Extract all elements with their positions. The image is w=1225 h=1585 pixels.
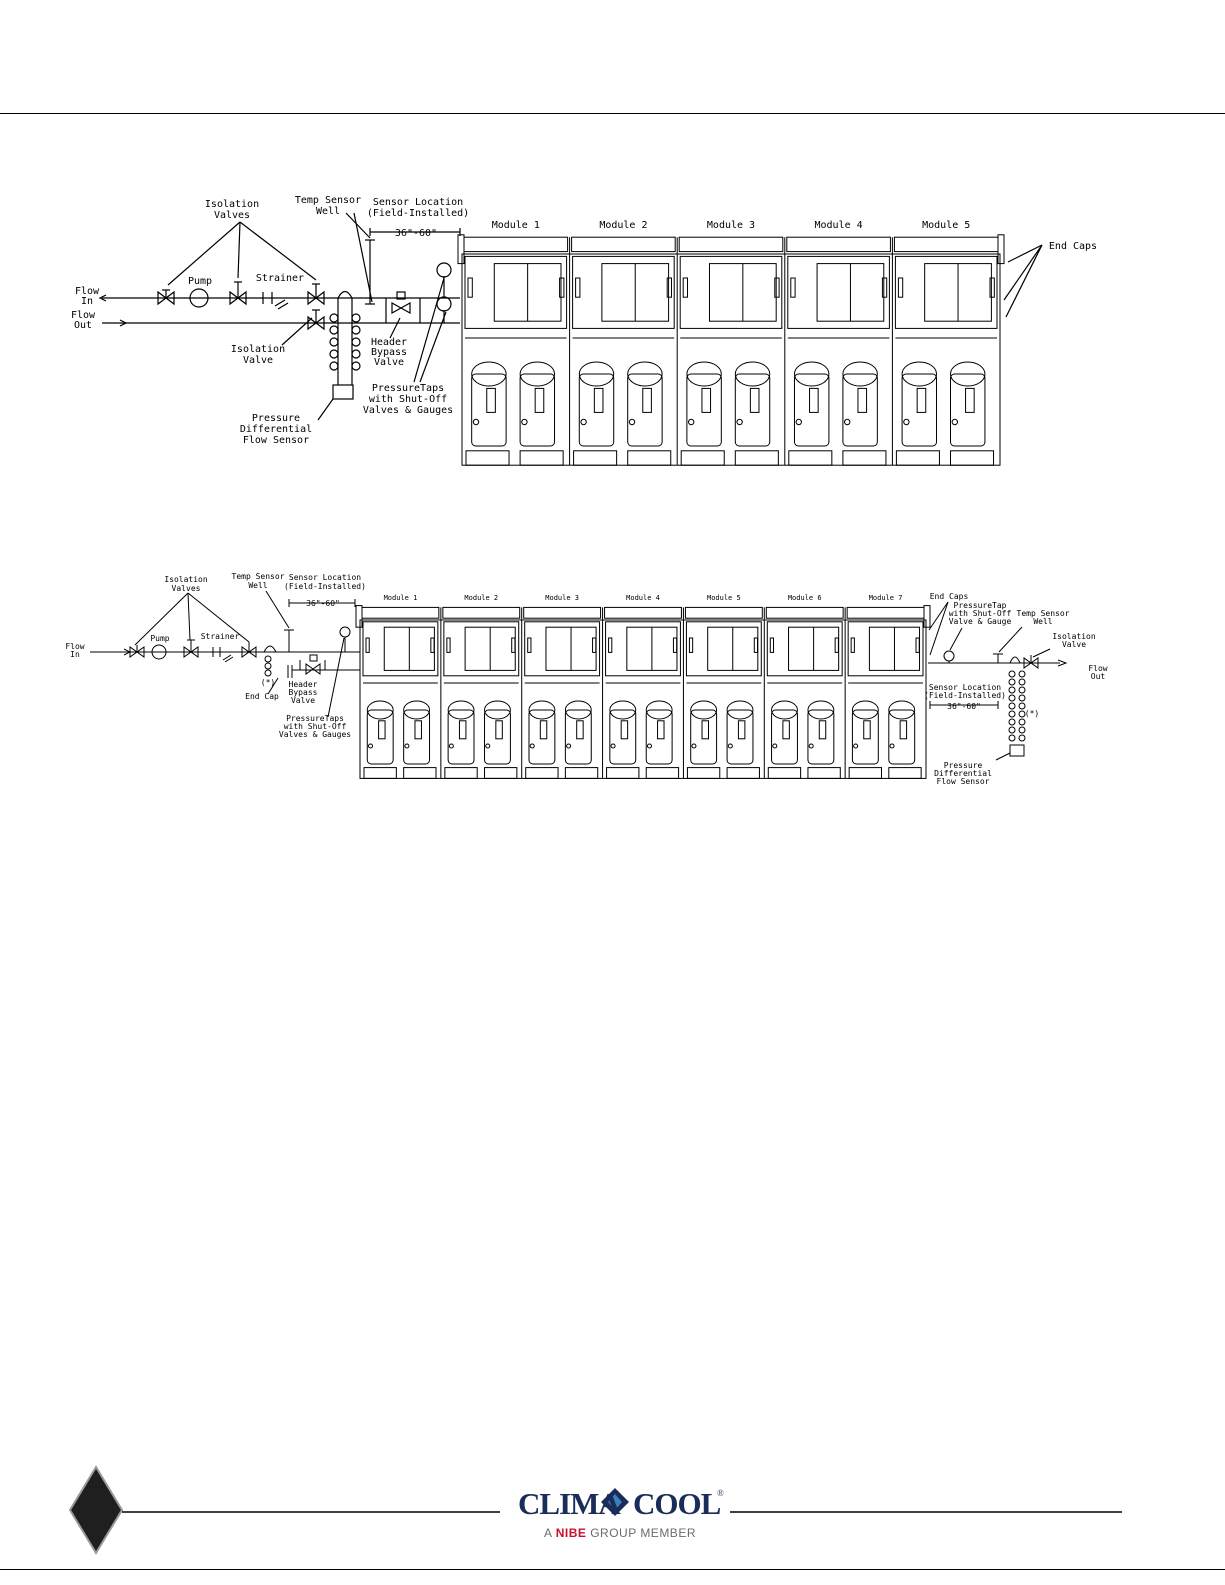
module-unit: Module 2 <box>569 220 676 466</box>
module-unit: Module 7 <box>844 594 925 779</box>
module-label: Module 4 <box>815 220 863 231</box>
brand-left: CLIMA <box>518 1486 621 1521</box>
module-label: Module 2 <box>464 594 498 602</box>
module-label: Module 3 <box>707 220 755 231</box>
label-end-caps: End Caps <box>930 592 969 601</box>
coil-loops <box>329 313 361 371</box>
piping-diagram-5-modules: Module 1 Module 2 Module 3 Module 4 Module 5… <box>71 195 1097 466</box>
module-unit: Module 2 <box>440 594 521 779</box>
module-unit: Module 3 <box>521 594 602 779</box>
module-bank: Module 1 Module 2 Module 3 Module 4 Module 5 <box>457 220 1005 466</box>
label-end-caps: End Caps <box>1049 241 1097 252</box>
module-unit: Module 1 <box>463 220 569 466</box>
label-strainer: Strainer <box>256 273 304 284</box>
module-label: Module 1 <box>384 594 418 602</box>
module-unit: Module 5 <box>891 220 999 466</box>
label-strainer: Strainer <box>201 632 240 641</box>
label-sensor-location: Sensor Location(Field-Installed) <box>367 197 469 219</box>
module-label: Module 5 <box>707 594 741 602</box>
brand-registered: ® <box>717 1488 724 1498</box>
module-label: Module 4 <box>626 594 660 602</box>
module-unit: Module 5 <box>682 594 763 779</box>
tagline-suffix: GROUP MEMBER <box>586 1526 696 1540</box>
module-unit: Module 4 <box>602 594 682 779</box>
module-label: Module 2 <box>599 220 647 231</box>
header-rule <box>0 113 1225 114</box>
label-dimension: 36"-60" <box>306 599 340 608</box>
tagline-prefix: A <box>544 1526 556 1540</box>
module-bank: Module 1 Module 2 Module 3 Module 4 Module 5… <box>355 594 931 779</box>
module-unit: Module 3 <box>676 220 784 466</box>
module-label: Module 5 <box>922 220 970 231</box>
label-sensor-location: Sensor Location(Field-Installed) <box>284 573 366 591</box>
label-end-cap: End Cap <box>245 692 279 701</box>
label-pump: Pump <box>188 276 212 287</box>
module-unit: Module 4 <box>784 220 891 466</box>
label-star: (*) <box>261 678 275 687</box>
label-pump: Pump <box>150 634 169 643</box>
piping-diagram-7-modules: Module 1 Module 2 Module 3 Module 4 Module 5… <box>65 572 1107 786</box>
brand-tagline: A NIBE GROUP MEMBER <box>544 1526 696 1540</box>
page-diamond-icon <box>68 1465 124 1555</box>
coil-loops-right <box>1008 670 1026 742</box>
tagline-nibe: NIBE <box>555 1526 587 1540</box>
label-star-right: (*) <box>1025 709 1039 718</box>
brand-right: COOL <box>633 1486 721 1521</box>
module-unit: Module 1 <box>361 594 440 779</box>
module-label: Module 3 <box>545 594 579 602</box>
label-sensor-location-right: Sensor Location(Field-Installed) <box>924 683 1006 700</box>
footer-rule <box>0 1569 1225 1570</box>
module-label: Module 1 <box>492 220 540 231</box>
label-dimension: 36"-60" <box>395 228 437 239</box>
label-dimension-right: 36"-60" <box>947 702 981 711</box>
module-unit: Module 6 <box>763 594 844 779</box>
module-label: Module 7 <box>869 594 903 602</box>
module-label: Module 6 <box>788 594 822 602</box>
